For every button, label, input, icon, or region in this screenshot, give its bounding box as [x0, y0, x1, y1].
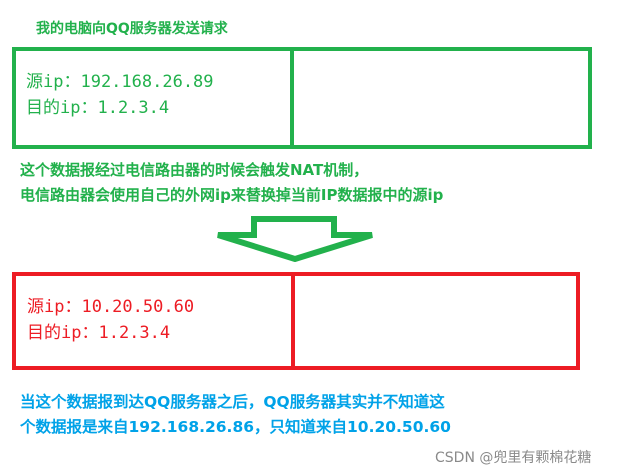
packet-after-dst-ip: 目的ip：1.2.3.4 — [27, 323, 171, 343]
packet-before-dst-ip: 目的ip：1.2.3.4 — [26, 98, 170, 118]
packet-before-nat: 源ip：192.168.26.89 目的ip：1.2.3.4 — [12, 47, 592, 149]
nat-explanation-line2: 电信路由器会使用自己的外网ip来替换掉当前IP数据报中的源ip — [20, 186, 444, 204]
server-explanation-line2: 个数据报是来自192.168.26.86，只知道来自10.20.50.60 — [20, 418, 451, 436]
down-arrow-icon — [217, 216, 373, 262]
watermark: CSDN @兜里有颗棉花糖 — [435, 450, 592, 466]
caption-top: 我的电脑向QQ服务器发送请求 — [36, 21, 228, 37]
packet-after-divider — [291, 276, 295, 366]
packet-after-nat: 源ip：10.20.50.60 目的ip：1.2.3.4 — [12, 272, 580, 370]
packet-after-src-ip: 源ip：10.20.50.60 — [27, 297, 195, 317]
packet-before-divider — [290, 51, 294, 145]
packet-before-src-ip: 源ip：192.168.26.89 — [26, 72, 214, 92]
nat-explanation-line1: 这个数据报经过电信路由器的时候会触发NAT机制， — [20, 161, 369, 179]
server-explanation-line1: 当这个数据报到达QQ服务器之后，QQ服务器其实并不知道这 — [20, 393, 445, 411]
